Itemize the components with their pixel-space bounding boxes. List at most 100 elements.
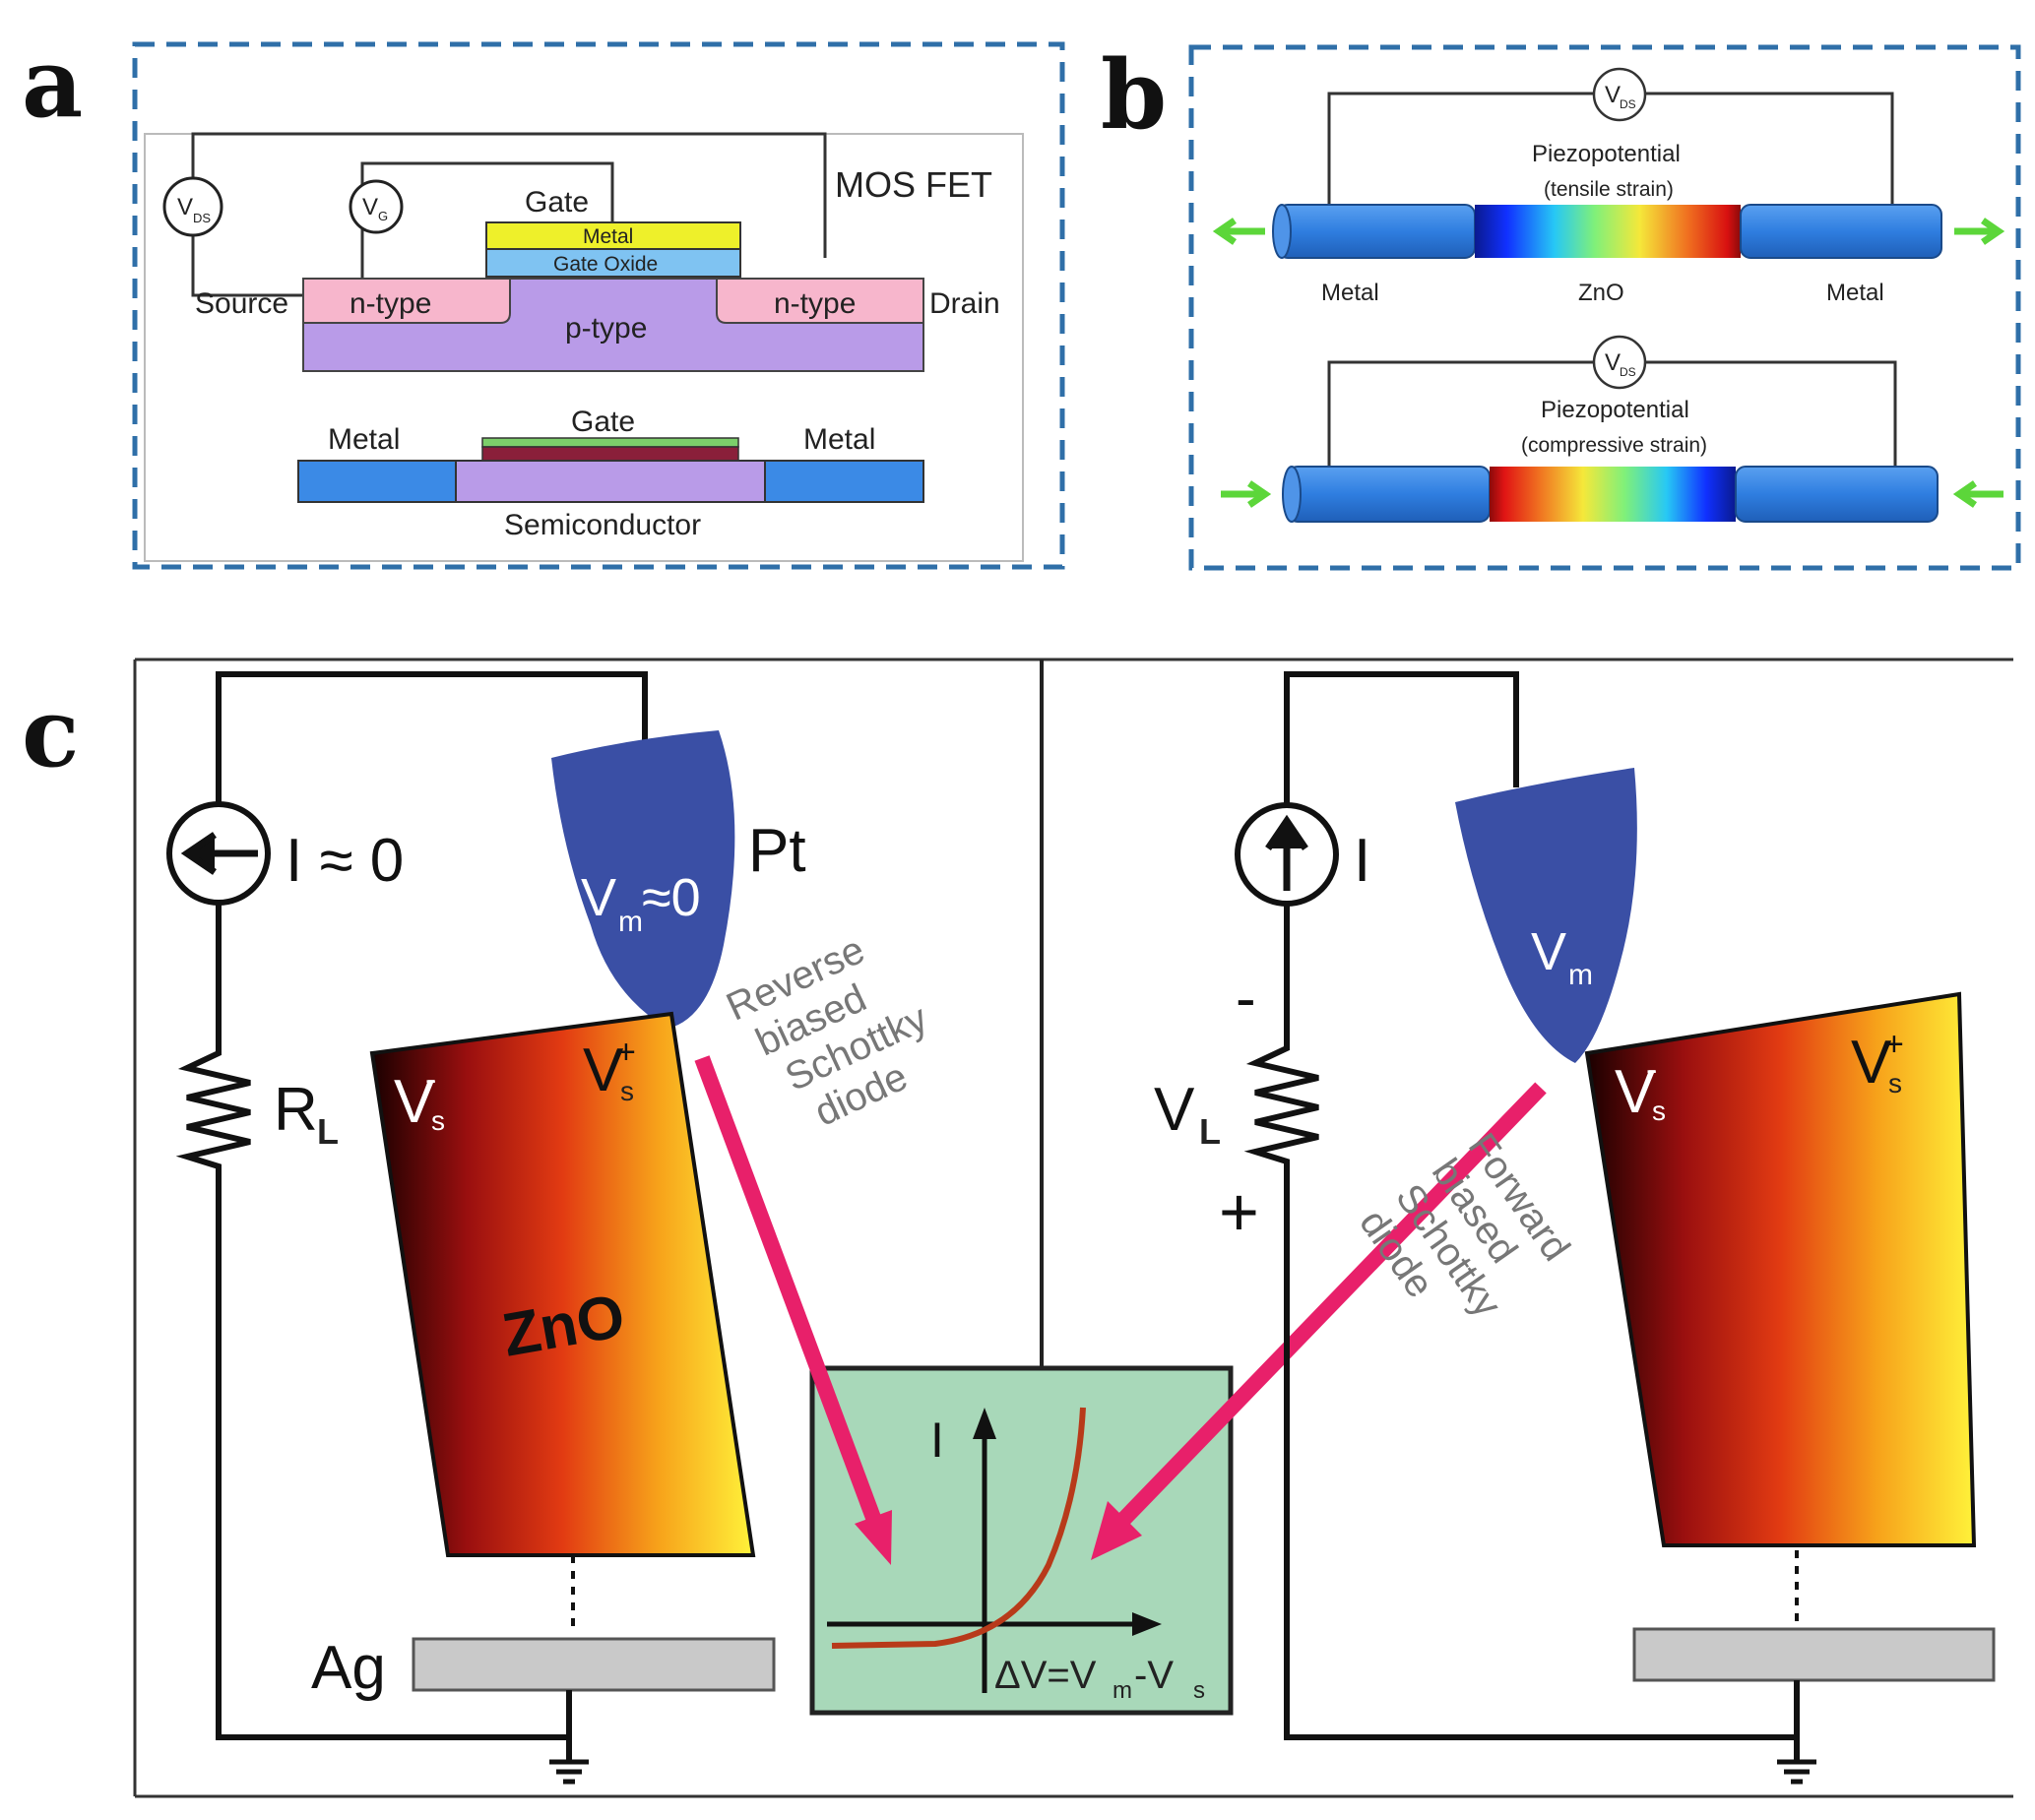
left-vm-tail: ≈0	[642, 868, 701, 927]
vds-meter-label: V	[177, 194, 193, 220]
source-label: Source	[195, 287, 288, 320]
left-vm-label: V	[581, 868, 616, 927]
lower-gate-label: Gate	[571, 406, 635, 438]
right-zno-crystal	[1584, 991, 1977, 1547]
right-vs-plus-sub: s	[1888, 1068, 1902, 1098]
left-current-label: I ≈ 0	[286, 827, 404, 895]
left-vs-minus-sub: s	[431, 1105, 445, 1136]
lower-metal-right-label: Metal	[803, 423, 875, 456]
left-top-wire	[216, 671, 648, 812]
compressive-vds-meter: V DS	[1592, 335, 1647, 390]
compress-right-arrow	[1952, 480, 2003, 508]
left-resistor-icon	[175, 1038, 251, 1181]
plus-sign: +	[1219, 1173, 1259, 1250]
semiconductor-label: Semiconductor	[504, 509, 701, 541]
panel-c-frame	[133, 658, 2013, 1798]
right-bottom-wire	[1284, 1176, 1797, 1740]
right-vm-sub: m	[1568, 959, 1593, 991]
left-vs-minus: V	[394, 1068, 435, 1136]
source-wire	[191, 232, 305, 297]
reverse-biased-label: Reverse biased Schottky diode	[720, 928, 933, 1135]
gate-wire	[360, 161, 614, 226]
right-vs-minus-sign: -	[1646, 1051, 1657, 1089]
right-tip	[1455, 768, 1637, 1063]
vg-meter: V G	[349, 179, 404, 234]
compressive-metal-left	[1287, 466, 1491, 523]
left-vs-plus-sign: +	[616, 1034, 636, 1071]
right-vs-plus-sign: +	[1884, 1026, 1904, 1063]
pt-label: Pt	[748, 817, 806, 885]
panel-c-letter: c	[22, 677, 79, 788]
right-vs-plus: V	[1851, 1029, 1892, 1097]
panel-b-letter: b	[1101, 39, 1167, 151]
minus-sign: -	[1236, 965, 1256, 1033]
vds-meter-sub: DS	[193, 211, 211, 225]
tensile-zno-label: ZnO	[1578, 280, 1624, 306]
left-vs-plus: V	[583, 1036, 624, 1104]
panel-b: b V DS Piezopotential (tensile strain) M…	[1101, 39, 2021, 571]
mosfet-title: MOS FET	[835, 164, 992, 205]
tensile-meter-sub: DS	[1620, 97, 1636, 111]
compressive-cylinder-cap	[1282, 466, 1302, 523]
panel-b-dashed-border	[1188, 44, 2021, 571]
panel-c: c I ≈ 0 R L V m ≈0 Pt V - s V + s ZnO	[22, 658, 2013, 1798]
left-ag-electrode	[412, 1637, 776, 1692]
iv-voltage-axis-arrowhead	[1132, 1612, 1162, 1636]
p-type-label: p-type	[565, 312, 647, 345]
n-type-source-region	[302, 278, 511, 324]
left-current-source-icon	[166, 801, 271, 906]
reverse-bias-arrow	[694, 1055, 892, 1565]
left-vm-sub: m	[618, 906, 643, 938]
left-zno-crystal	[369, 1011, 756, 1557]
gate-label: Gate	[525, 186, 589, 219]
n-type-right-label: n-type	[774, 287, 856, 320]
iv-axis-v-sub-s: s	[1193, 1677, 1205, 1704]
tensile-pull-right-arrow	[1954, 218, 2005, 245]
gate-metal-label: Metal	[583, 225, 633, 248]
n-type-left-label: n-type	[350, 287, 431, 320]
iv-diode-curve	[831, 1407, 1086, 1649]
tensile-cylinder-cap	[1272, 204, 1292, 259]
forward-bias-arrow	[1091, 1082, 1547, 1560]
iv-current-axis-arrowhead	[973, 1408, 996, 1439]
tensile-zno-gradient	[1475, 205, 1741, 258]
tensile-pull-left-arrow	[1212, 218, 1265, 245]
vl-sub: L	[1199, 1111, 1221, 1152]
panel-a-letter: a	[22, 28, 83, 139]
lower-metal-left-label: Metal	[328, 423, 400, 456]
right-current-label: I	[1354, 827, 1370, 895]
right-ground-icon	[1777, 1759, 1816, 1785]
vl-label: V	[1154, 1076, 1195, 1144]
compressive-zno-gradient	[1490, 467, 1736, 522]
vds-meter: V DS	[162, 176, 223, 237]
drain-label: Drain	[929, 287, 1000, 320]
compressive-meter-sub: DS	[1620, 365, 1636, 379]
gate-oxide-label: Gate Oxide	[553, 253, 658, 276]
tensile-strain-label: (tensile strain)	[1544, 178, 1674, 201]
right-resistor-icon	[1243, 1034, 1319, 1176]
vg-meter-sub: G	[378, 209, 388, 223]
tensile-metal-right-label: Metal	[1826, 280, 1884, 306]
iv-axis-i-label: I	[930, 1412, 944, 1468]
vg-meter-label: V	[362, 194, 378, 220]
n-type-drain-region	[716, 278, 924, 324]
rl-sub: L	[317, 1111, 339, 1152]
right-ag-electrode	[1632, 1627, 1996, 1682]
tensile-vds-meter: V DS	[1592, 67, 1647, 122]
compressive-strain-label: (compressive strain)	[1521, 434, 1707, 457]
lower-gate-top-layer	[481, 437, 739, 448]
compressive-meter-label: V	[1605, 349, 1621, 376]
compressive-metal-right	[1735, 466, 1939, 523]
gate-metal-layer	[485, 221, 741, 250]
iv-axis-v-label: ΔV=V	[994, 1654, 1097, 1697]
lower-gate-bottom-layer	[481, 446, 739, 462]
vds-wire	[191, 132, 827, 258]
tensile-metal-left	[1277, 204, 1476, 259]
right-vm-label: V	[1531, 922, 1566, 981]
gate-oxide-layer	[485, 248, 741, 278]
right-top-wire	[1284, 671, 1519, 805]
tensile-metal-right	[1740, 204, 1942, 259]
iv-axis-v-sub-m: m	[1113, 1677, 1132, 1704]
forward-biased-label: Forward biased Schottky diode	[1351, 1126, 1578, 1326]
